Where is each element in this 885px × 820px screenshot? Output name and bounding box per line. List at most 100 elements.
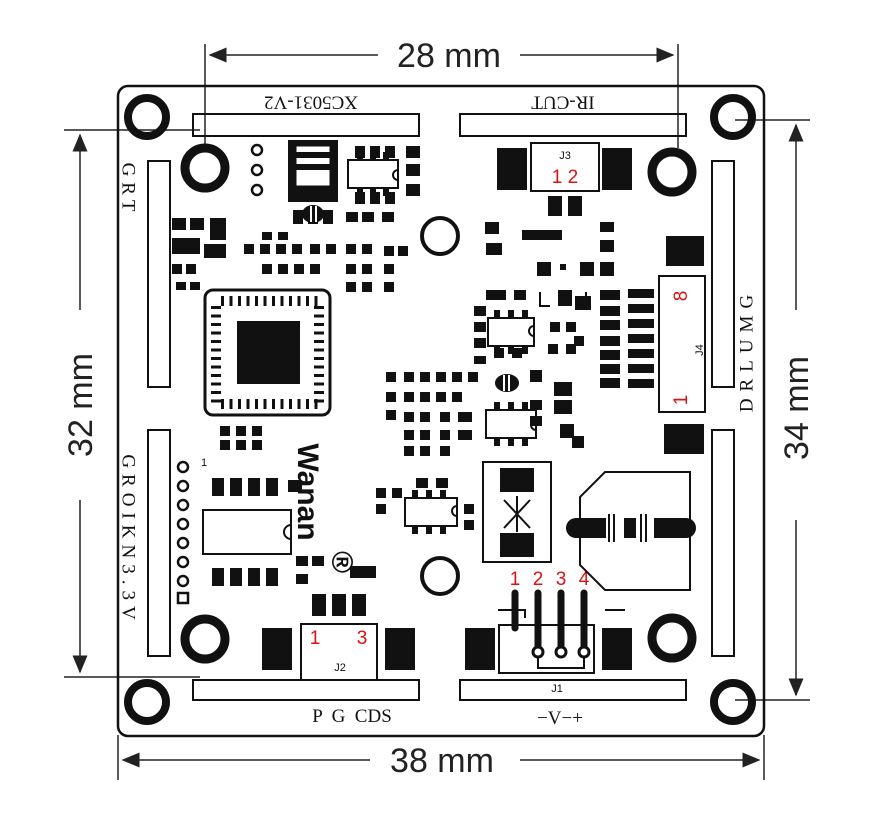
ic-pin — [297, 296, 301, 306]
ic-pin — [211, 391, 221, 394]
j4-pin-8: 8 — [671, 291, 692, 302]
ic-pin — [314, 348, 324, 352]
connector-j4: 8 1 J4 — [628, 236, 706, 454]
label-drlumg: DRLUMG — [736, 288, 757, 412]
dimension-right: 34 mm — [735, 119, 816, 701]
dimension-bottom: 38 mm — [117, 735, 765, 780]
j2-label: J2 — [334, 662, 346, 674]
ic-pin — [211, 314, 221, 318]
ic-pin — [255, 296, 258, 306]
label-groikn: GROIKN3.3V — [118, 454, 139, 625]
j3-pins: 1 2 — [552, 167, 578, 188]
smd-components — [172, 140, 702, 586]
connector-j1: 1 2 3 4 J1 — [465, 569, 632, 695]
ic-pin — [211, 348, 221, 352]
ic-pin — [297, 399, 301, 409]
ic-pin — [280, 296, 284, 306]
mount-hole-bottom-left — [124, 679, 170, 725]
j3-label: J3 — [559, 150, 571, 162]
j1-pin-4: 4 — [579, 569, 590, 590]
j1-pin-1: 1 — [510, 569, 521, 590]
dim-left-label: 32 mm — [62, 353, 100, 457]
chip-pads — [357, 152, 528, 534]
ic-pin — [211, 340, 221, 343]
lens-hole-top-left — [180, 143, 230, 193]
ic-pin — [314, 399, 318, 409]
ic-pin — [289, 399, 292, 409]
ic-pin — [211, 382, 221, 386]
j1-pin-2: 2 — [533, 569, 544, 590]
ic-pin — [211, 323, 221, 326]
label-ir-cut: IR-CUT — [531, 92, 595, 113]
mount-hole-top-left — [124, 94, 170, 140]
rectifier-block — [482, 461, 552, 563]
dimension-left: 32 mm — [62, 129, 200, 678]
mount-hole-bottom-right — [710, 679, 756, 725]
j2-pin-1: 1 — [310, 628, 321, 649]
corner-holes — [124, 94, 756, 725]
ic-pin — [211, 306, 221, 309]
ic-pin — [314, 331, 324, 335]
ic-pin — [263, 296, 267, 306]
center-hole-bottom — [420, 556, 460, 596]
edge-connectors — [147, 113, 735, 701]
crystal-footprint — [566, 471, 696, 591]
bracket-marks — [498, 292, 625, 669]
ic-pin — [238, 296, 241, 306]
lens-hole-bottom-left — [180, 614, 230, 664]
ic-pin — [221, 296, 224, 306]
ic-pin — [263, 399, 267, 409]
lens-hole-bottom-right — [647, 613, 697, 663]
j1-pin-3: 3 — [556, 569, 567, 590]
dimension-top: 28 mm — [204, 37, 679, 148]
ic-pin — [211, 365, 221, 369]
ic-pin — [314, 340, 324, 343]
ic-pin — [246, 296, 250, 306]
ic-pin — [238, 399, 241, 409]
ic-pin — [229, 399, 233, 409]
pin1-marker: 1 — [201, 457, 207, 469]
main-ic — [203, 288, 332, 417]
registered-mark: ® — [325, 551, 358, 573]
ic-pin — [289, 296, 292, 306]
ic-pin — [211, 374, 221, 377]
ic-pin — [314, 323, 324, 326]
ic-pin — [255, 399, 258, 409]
board-outline — [116, 84, 766, 738]
ic-pin — [314, 374, 324, 377]
ic-pin — [314, 314, 324, 318]
ic-pin — [314, 296, 318, 306]
dim-bottom-label: 38 mm — [390, 742, 494, 780]
ic-pin — [211, 331, 221, 335]
ic-pin — [306, 296, 309, 306]
lens-hole-top-right — [647, 147, 697, 197]
pin-headers — [176, 143, 264, 605]
j4-label: J4 — [694, 344, 706, 356]
ic-pin — [314, 306, 324, 309]
label-v-plus: −V−+ — [537, 708, 583, 729]
label-xc5031: XC5031-V2 — [264, 92, 358, 113]
label-grt: GRT — [118, 163, 139, 218]
center-hole-top — [420, 216, 460, 256]
ic-pin — [314, 357, 324, 360]
ic-pin — [211, 357, 221, 360]
ic-pin — [314, 399, 324, 403]
j2-pin-3: 3 — [357, 628, 368, 649]
ic-pin — [272, 399, 275, 409]
ic-pin — [306, 399, 309, 409]
ic-pin — [211, 399, 221, 403]
j4-pin-1: 1 — [671, 395, 692, 406]
ic-pin — [221, 399, 224, 409]
ic-pin — [314, 365, 324, 369]
ic-pin — [246, 399, 250, 409]
ic-pin — [272, 296, 275, 306]
ic-pin — [229, 296, 233, 306]
ic-pin — [314, 382, 324, 386]
ic-pin — [280, 399, 284, 409]
capacitors — [302, 205, 519, 392]
ic-pin — [314, 391, 324, 394]
dim-top-label: 28 mm — [397, 37, 501, 75]
dim-right-label: 34 mm — [778, 356, 816, 460]
label-p-g-cds: P G CDS — [312, 706, 392, 727]
